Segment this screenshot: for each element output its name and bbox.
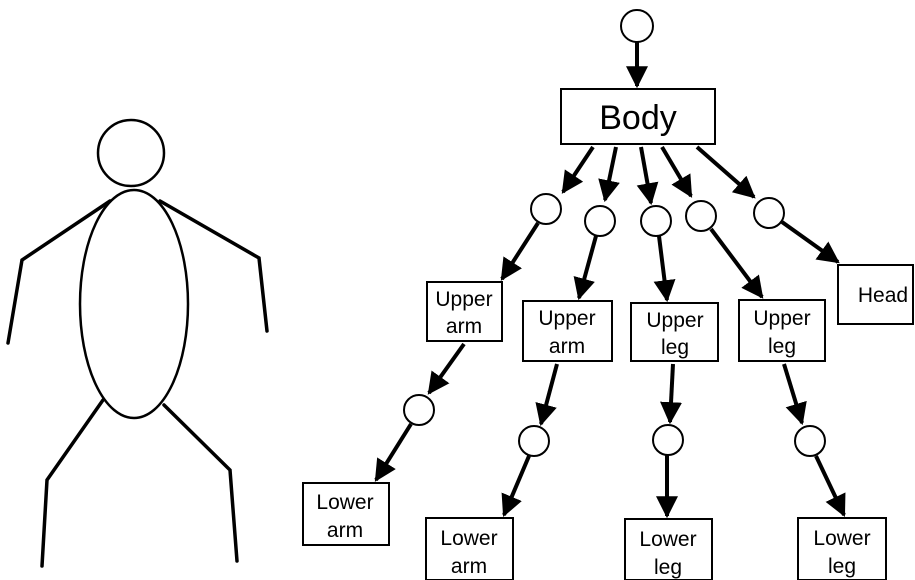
root-joint <box>620 9 654 43</box>
edge-upper-leg-1-j <box>660 363 683 425</box>
joint-lower-leg-2 <box>794 425 826 457</box>
node-lower-leg-2-line2: leg <box>828 555 856 578</box>
edge-j3-upper-leg-1 <box>653 235 676 303</box>
node-upper-leg-1-line1: Upper <box>646 309 703 332</box>
edge-upper-arm-1-j <box>427 342 466 395</box>
node-lower-leg-1-line2: leg <box>654 556 682 579</box>
edge-body-j5 <box>695 145 756 199</box>
joint-head <box>753 197 785 229</box>
joint-upper-arm-1 <box>530 193 562 225</box>
edge-j1-upper-arm-1 <box>500 221 540 281</box>
edge-body-j3 <box>636 146 659 206</box>
figure-right-arm <box>158 199 269 333</box>
edge-upper-arm-2-j <box>535 363 559 427</box>
node-upper-leg-2-line1: Upper <box>753 307 810 330</box>
node-upper-arm-2-line1: Upper <box>538 307 595 330</box>
node-upper-arm-2-line2: arm <box>549 335 585 358</box>
node-lower-arm-1-line1: Lower <box>316 491 373 514</box>
figure-torso <box>78 188 190 420</box>
node-upper-arm-2: Upper arm <box>522 300 613 362</box>
edge-j-lower-arm-2 <box>501 455 531 518</box>
node-lower-leg-2: Lower leg <box>797 517 887 580</box>
node-upper-arm-1-line2: arm <box>446 315 482 338</box>
edge-j-lower-leg-2 <box>814 455 846 517</box>
edge-j4-upper-leg-2 <box>709 227 764 299</box>
figure-left-leg <box>40 398 105 568</box>
node-body-label: Body <box>599 99 677 137</box>
edge-j-lower-arm-1 <box>374 422 413 482</box>
node-upper-arm-1-line1: Upper <box>435 288 492 311</box>
edge-body-j2 <box>598 146 620 203</box>
edge-j2-upper-arm-2 <box>573 235 598 301</box>
node-lower-leg-1-line1: Lower <box>639 528 696 551</box>
edge-body-j1 <box>561 145 595 194</box>
figure-right-leg <box>162 403 239 563</box>
node-head: Head <box>837 264 914 325</box>
figure-head <box>96 118 166 188</box>
node-lower-leg-2-line1: Lower <box>813 527 870 550</box>
node-upper-leg-1-line2: leg <box>661 336 689 359</box>
joint-upper-leg-1 <box>640 205 672 237</box>
node-upper-leg-2-line2: leg <box>768 335 796 358</box>
edge-j5-head <box>780 220 840 264</box>
joint-lower-leg-1 <box>652 424 684 456</box>
node-upper-leg-1: Upper leg <box>630 302 719 362</box>
joint-lower-arm-2 <box>518 425 550 457</box>
node-lower-leg-1: Lower leg <box>624 518 713 580</box>
joint-upper-arm-2 <box>584 205 616 237</box>
edge-upper-leg-2-j <box>782 363 807 426</box>
node-upper-arm-1: Upper arm <box>426 281 503 342</box>
joint-lower-arm-1 <box>403 394 435 426</box>
figure-left-arm <box>6 199 112 345</box>
node-lower-arm-1-line2: arm <box>327 519 363 542</box>
stick-figure <box>6 118 269 568</box>
node-lower-arm-2-line1: Lower <box>440 527 497 550</box>
node-head-label: Head <box>858 284 908 307</box>
node-upper-leg-2: Upper leg <box>738 299 826 362</box>
edge-body-j4 <box>660 145 693 198</box>
node-lower-arm-1: Lower arm <box>302 482 390 546</box>
joint-upper-leg-2 <box>685 200 717 232</box>
node-body: Body <box>560 88 716 145</box>
node-lower-arm-2-line2: arm <box>451 555 487 578</box>
node-lower-arm-2: Lower arm <box>425 517 514 580</box>
